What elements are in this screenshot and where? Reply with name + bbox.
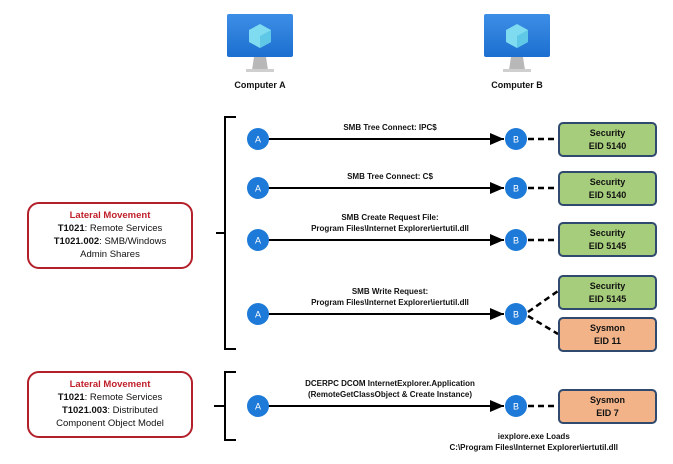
step-label-3: SMB Create Request File: Program Files\I… (311, 213, 469, 233)
footnote: iexplore.exe Loads C:\Program Files\Inte… (449, 432, 618, 452)
technique-line: Component Object Model (56, 418, 164, 429)
node-b-label: B (513, 310, 519, 320)
technique-title: Lateral Movement (69, 210, 151, 221)
brace-dcom (214, 371, 236, 441)
node-a-label: A (255, 236, 261, 246)
computer-a-icon (227, 14, 293, 72)
arrow-lines (268, 133, 504, 412)
node-b-circle (505, 395, 527, 417)
node-a-label: A (255, 135, 261, 145)
node-b-label: B (513, 236, 519, 246)
computer-a-label: Computer A (234, 80, 286, 90)
technique-line: T1021.002: SMB/Windows (53, 236, 167, 247)
technique-line: Admin Shares (80, 249, 140, 260)
technique-line: T1021: Remote Services (57, 223, 163, 234)
technique-line: T1021: Remote Services (57, 392, 163, 403)
node-a-circle (247, 395, 269, 417)
step-label-5: DCERPC DCOM InternetExplorer.Application… (305, 379, 475, 399)
computer-b-label: Computer B (491, 80, 543, 90)
dashed-connectors (527, 137, 559, 408)
node-b-circle (505, 177, 527, 199)
node-a-circle (247, 229, 269, 251)
node-b-circle (505, 303, 527, 325)
technique-box-smb: Lateral Movement T1021: Remote Services … (27, 202, 193, 269)
node-a-label: A (255, 402, 261, 412)
node-b-circle (505, 229, 527, 251)
computer-b-icon (484, 14, 550, 72)
node-a-label: A (255, 310, 261, 320)
node-b-label: B (513, 402, 519, 412)
node-b-circle (505, 128, 527, 150)
step-label-4: SMB Write Request: Program Files\Interne… (311, 287, 469, 307)
brace-smb (216, 116, 236, 350)
technique-line: T1021.003: Distributed (61, 405, 159, 416)
node-b-label: B (513, 184, 519, 194)
node-a-circle (247, 128, 269, 150)
step-label-2: SMB Tree Connect: C$ (347, 172, 433, 181)
node-b-label: B (513, 135, 519, 145)
technique-title: Lateral Movement (69, 379, 151, 390)
step-label-1: SMB Tree Connect: IPC$ (343, 123, 437, 132)
node-a-circle (247, 303, 269, 325)
node-a-circle (247, 177, 269, 199)
node-a-label: A (255, 184, 261, 194)
technique-box-dcom: Lateral Movement T1021: Remote Services … (27, 371, 193, 438)
